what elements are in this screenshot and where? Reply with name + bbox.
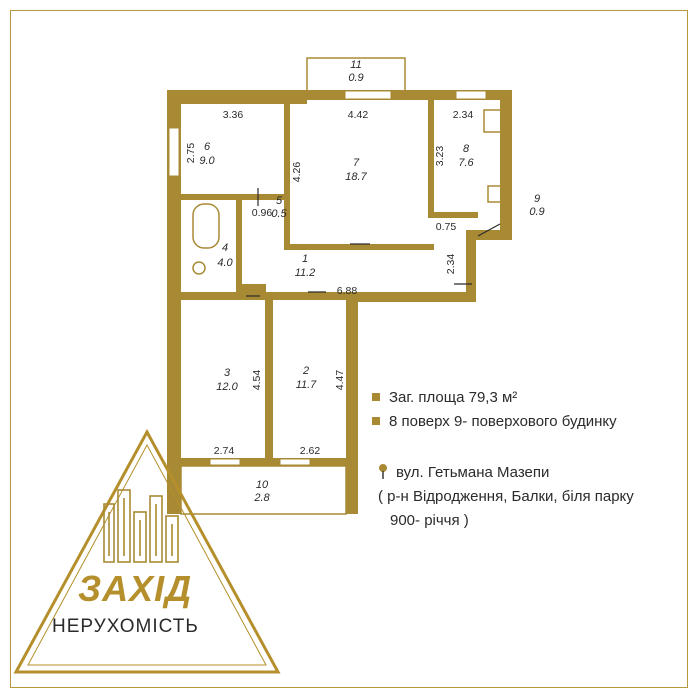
bathtub-icon [192,203,220,249]
address-line-3: 900- річчя ) [390,512,469,529]
room-2-area: 11.7 [296,379,317,391]
dim-room8-width: 2.34 [453,109,474,121]
room-7-area: 18.7 [345,171,367,183]
room-8-number: 8 [463,143,470,155]
room-3-number: 3 [224,367,231,379]
logo-mark [13,428,281,674]
room-4-number: 4 [222,242,228,254]
stove-icon [483,109,503,133]
windows [168,90,487,466]
dim-room2-width: 2.62 [300,445,321,457]
address-line-2: ( р-н Відродження, Балки, біля парку [378,488,634,505]
room-5-area: 0.5 [271,208,287,220]
dim-room8-height: 3.23 [434,146,446,167]
room-4-area: 4.0 [217,257,233,269]
dim-room6-height: 2.75 [185,143,197,164]
listing-info: Заг. площа 79,3 м² 8 поверх 9- поверхово… [372,385,692,529]
address-line-1: вул. Гетьмана Мазепи [396,464,550,481]
bullet-square-icon [372,393,380,401]
room-9-number: 9 [534,193,540,205]
room-11-area: 0.9 [348,72,363,84]
dim-room2-height: 4.47 [334,370,346,391]
room-9-area: 0.9 [529,206,544,218]
room-1-number: 1 [302,253,308,265]
dim-234-vertical: 2.34 [445,254,457,275]
bullet-square-icon [372,417,380,425]
balcony-10 [180,465,347,515]
total-area: Заг. площа 79,3 м² [389,388,518,406]
room-10-area: 2.8 [253,492,270,504]
room-8-area: 7.6 [458,157,474,169]
toilet-icon [192,261,206,275]
logo-title: ЗАХІД [78,568,193,609]
dim-room7-height: 4.26 [291,162,303,183]
walls [167,90,512,514]
dim-room7-width: 4.42 [348,109,369,121]
area-row: Заг. площа 79,3 м² [372,385,692,409]
dim-075: 0.75 [436,221,457,233]
address-block: вул. Гетьмана Мазепи ( р-н Відродження, … [378,461,698,533]
dim-room6-width: 3.36 [223,109,244,121]
room-7-number: 7 [353,157,360,169]
location-pin-icon [379,464,387,479]
dim-corridor-length: 6.88 [337,285,358,297]
dim-room3-height: 4.54 [251,370,263,391]
room-10-number: 10 [256,479,269,491]
room-11-number: 11 [350,59,361,71]
room-6-number: 6 [204,141,211,153]
room-2-number: 2 [302,365,309,377]
doors [246,188,501,297]
room-3-area: 12.0 [216,381,238,393]
sink-icon [487,185,503,203]
decorative-frame [10,10,688,688]
floor-info: 8 поверх 9- поверхового будинку [389,412,617,430]
room-1-area: 11.2 [295,267,316,279]
dim-room3-width: 2.74 [214,445,235,457]
logo-subtitle: НЕРУХОМІСТЬ [52,616,199,637]
dim-096: 0.96 [252,207,273,219]
room-6-area: 9.0 [199,155,215,167]
city-buildings-icon [103,489,179,563]
floor-row: 8 поверх 9- поверхового будинку [372,409,692,433]
room-5-number: 5 [276,195,283,207]
